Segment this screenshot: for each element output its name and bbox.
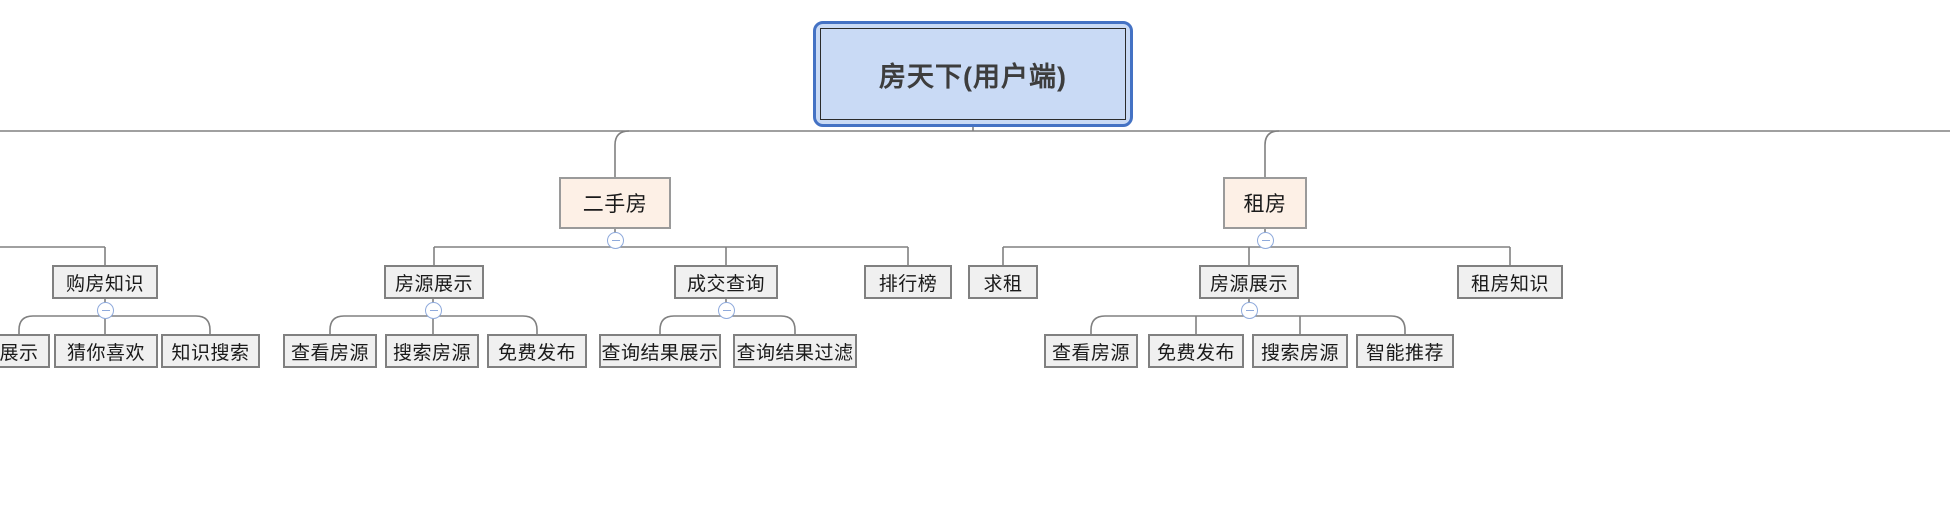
node-paihangbang[interactable]: 排行榜 — [864, 265, 952, 299]
collapse-icon-fangyuanzhanshi-ershoufang[interactable] — [425, 302, 442, 319]
node-chengjiaochaxun[interactable]: 成交查询 — [674, 265, 778, 299]
node-label: 购房知识 — [65, 273, 144, 295]
node-label: 租房 — [1243, 193, 1287, 216]
root-node[interactable]: 房天下(用户端) — [813, 21, 1133, 127]
leaf-zhinengtuijian[interactable]: 智能推荐 — [1356, 334, 1454, 368]
node-label: 搜索房源 — [392, 342, 471, 364]
collapse-icon-zufang[interactable] — [1257, 232, 1274, 249]
node-qiuzu[interactable]: 求租 — [968, 265, 1038, 299]
node-label: 展示 — [0, 342, 39, 364]
node-label: 求租 — [983, 273, 1023, 295]
leaf-sousuofangyuan-ershoufang[interactable]: 搜索房源 — [385, 334, 479, 368]
collapse-icon-chengjiaochaxun[interactable] — [718, 302, 735, 319]
root-node-inner: 房天下(用户端) — [820, 28, 1126, 120]
node-label: 查询结果展示 — [601, 342, 719, 364]
node-label: 排行榜 — [878, 273, 938, 295]
root-node-label: 房天下(用户端) — [879, 61, 1067, 92]
collapse-icon-fangyuanzhanshi-zufang[interactable] — [1241, 302, 1258, 319]
leaf-chakanfangyuan-zufang[interactable]: 查看房源 — [1044, 334, 1138, 368]
collapse-icon-goufangzhishi[interactable] — [97, 302, 114, 319]
leaf-chaxunjieguoguolv[interactable]: 查询结果过滤 — [733, 334, 857, 368]
node-label: 租房知识 — [1470, 273, 1549, 295]
node-fangyuanzhanshi-ershoufang[interactable]: 房源展示 — [384, 265, 484, 299]
leaf-zhishisousuo[interactable]: 知识搜索 — [161, 334, 260, 368]
node-fangyuanzhanshi-zufang[interactable]: 房源展示 — [1199, 265, 1299, 299]
collapse-icon-ershoufang[interactable] — [607, 232, 624, 249]
node-zufangzhishi[interactable]: 租房知识 — [1457, 265, 1563, 299]
node-label: 成交查询 — [686, 273, 765, 295]
leaf-chakanfangyuan-ershoufang[interactable]: 查看房源 — [283, 334, 377, 368]
node-label: 智能推荐 — [1365, 342, 1444, 364]
leaf-cainixihuan[interactable]: 猜你喜欢 — [54, 334, 158, 368]
node-label: 房源展示 — [1209, 273, 1288, 295]
node-ershoufang[interactable]: 二手房 — [559, 177, 671, 229]
node-label: 查询结果过滤 — [736, 342, 854, 364]
node-label: 免费发布 — [1156, 342, 1235, 364]
leaf-mianfeifabu-ershoufang[interactable]: 免费发布 — [487, 334, 587, 368]
node-label: 猜你喜欢 — [66, 342, 145, 364]
node-label: 搜索房源 — [1260, 342, 1339, 364]
leaf-mianfeifabu-zufang[interactable]: 免费发布 — [1148, 334, 1244, 368]
leaf-sousuofangyuan-zufang[interactable]: 搜索房源 — [1252, 334, 1348, 368]
leaf-zhanshi[interactable]: 展示 — [0, 334, 50, 368]
node-label: 二手房 — [582, 193, 648, 216]
node-goufangzhishi[interactable]: 购房知识 — [52, 265, 158, 299]
node-label: 免费发布 — [497, 342, 576, 364]
node-label: 知识搜索 — [171, 342, 250, 364]
node-label: 查看房源 — [290, 342, 369, 364]
node-label: 查看房源 — [1051, 342, 1130, 364]
node-label: 房源展示 — [394, 273, 473, 295]
node-zufang[interactable]: 租房 — [1223, 177, 1307, 229]
leaf-chaxunjieguozhanshi[interactable]: 查询结果展示 — [599, 334, 721, 368]
